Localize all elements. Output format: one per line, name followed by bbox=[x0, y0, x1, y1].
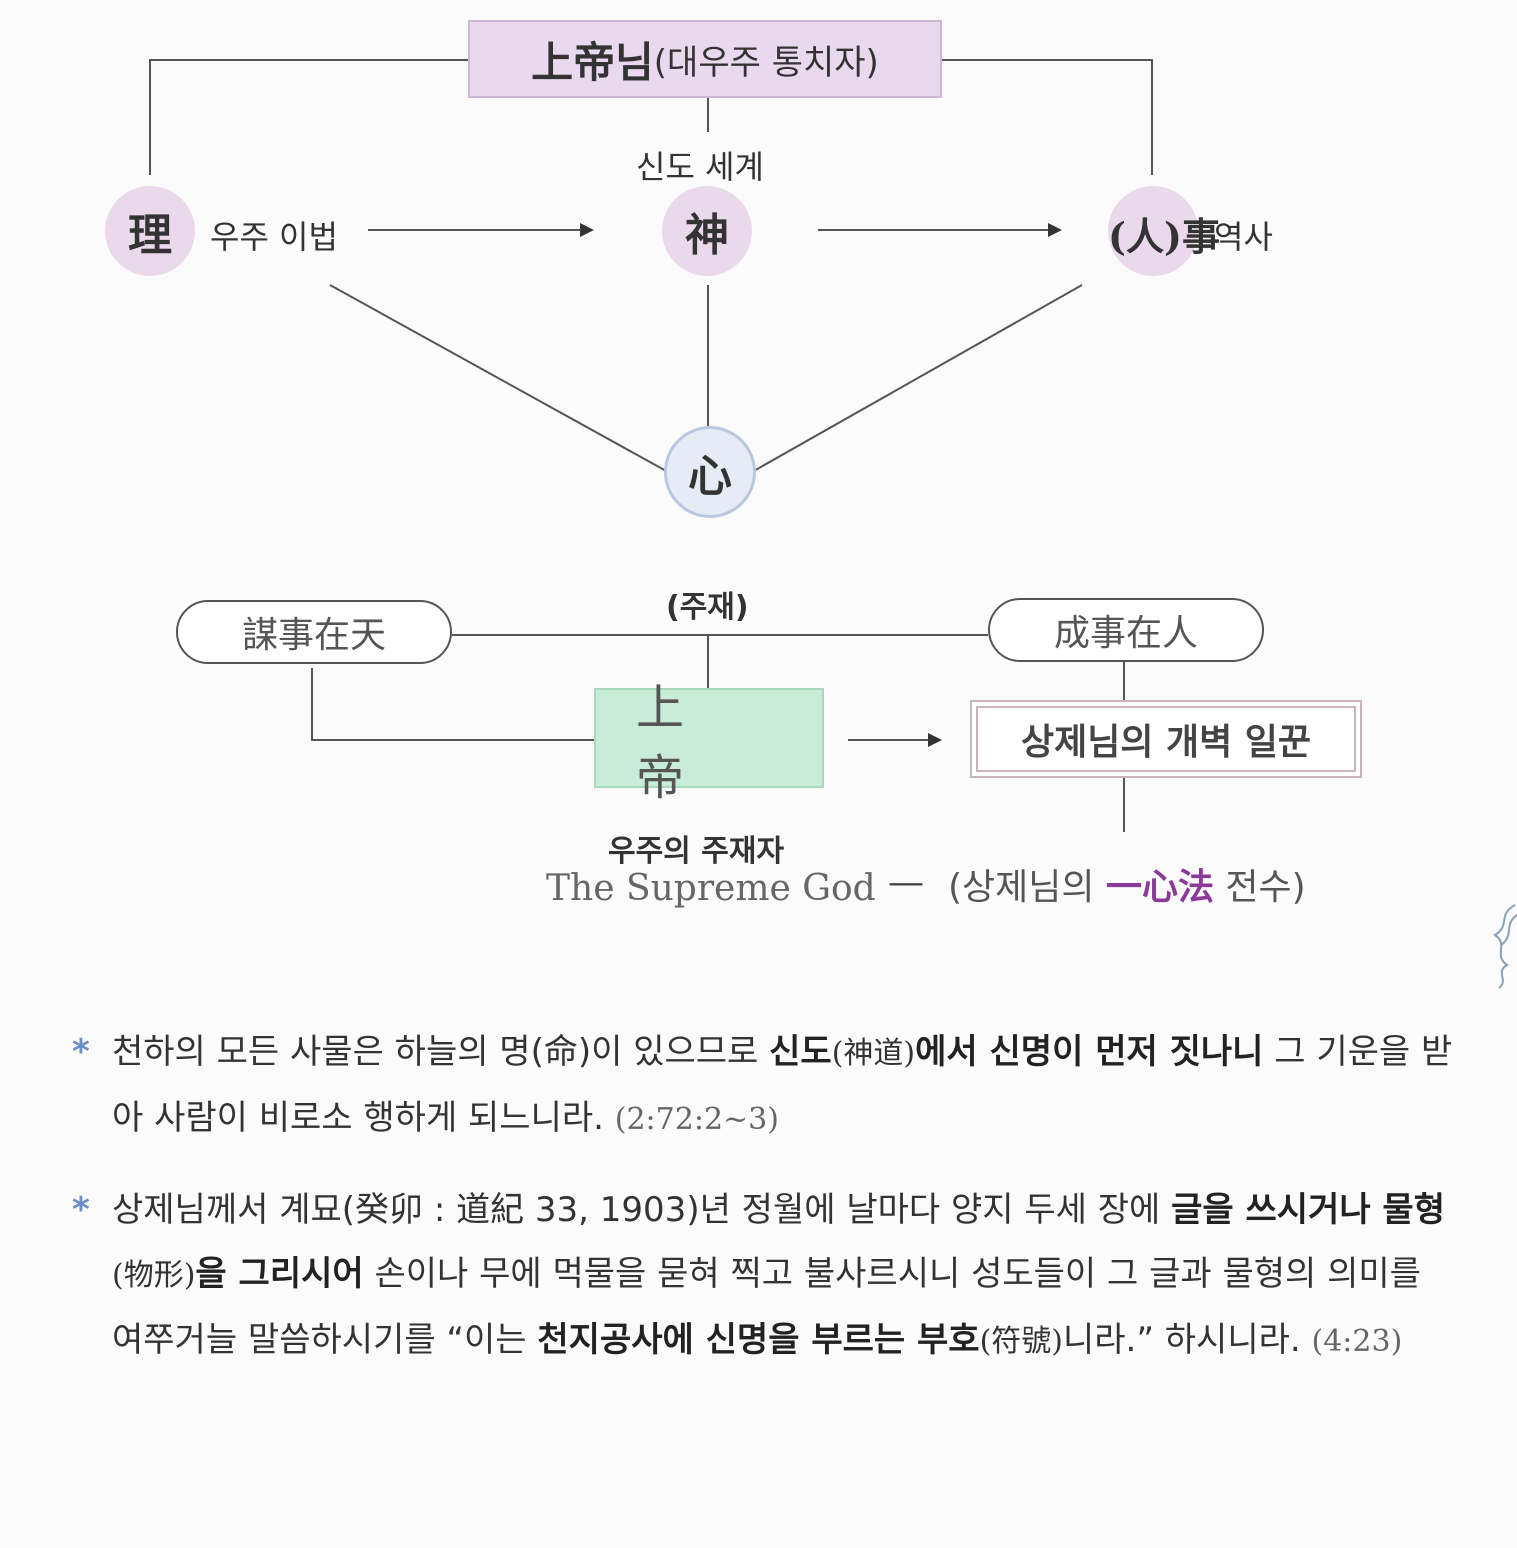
god-caption-ko: 우주의 주재자 bbox=[608, 834, 785, 869]
node-sa-label: 역사 bbox=[1214, 218, 1273, 256]
bullet-star: * bbox=[72, 1190, 90, 1230]
shin-world-label: 신도 세계 bbox=[636, 148, 764, 186]
paragraph-2-segment: 상제님께서 계묘(癸卯 : 道紀 33, 1903)년 정월에 날마다 양지 두… bbox=[112, 1190, 1172, 1230]
node-sim: 心 bbox=[664, 426, 756, 518]
line-top-right bbox=[942, 59, 1153, 175]
paragraph-1-body: 천하의 모든 사물은 하늘의 명(命)이 있으므로 신도(神道)에서 신명이 먼… bbox=[72, 1020, 1462, 1152]
paragraph-2-segment: (符號) bbox=[979, 1324, 1063, 1359]
paragraph-2-segment: (4:23) bbox=[1311, 1324, 1403, 1359]
paragraph-1-segment: (2:72:2~3) bbox=[614, 1102, 779, 1137]
paragraph-2-segment: 글을 쓰시거나 물형 bbox=[1171, 1190, 1445, 1230]
paragraph-2: * 상제님께서 계묘(癸卯 : 道紀 33, 1903)년 정월에 날마다 양지… bbox=[72, 1178, 1462, 1374]
paragraph-2-segment: 니라.” 하시니라. bbox=[1062, 1320, 1312, 1360]
paragraph-1: * 천하의 모든 사물은 하늘의 명(命)이 있으므로 신도(神道)에서 신명이… bbox=[72, 1020, 1462, 1152]
god-caption-en: The Supreme God bbox=[546, 868, 876, 909]
pill-left: 謀事在天 bbox=[176, 600, 452, 664]
supreme-ruler-box: 上帝님 (대우주 통치자) bbox=[468, 20, 942, 98]
node-li: 理 bbox=[105, 186, 195, 276]
top-box-sub: (대우주 통치자) bbox=[653, 42, 879, 83]
paragraph-1-segment: 에서 신명이 먼저 짓나니 bbox=[915, 1032, 1264, 1072]
pill-right: 成事在人 bbox=[988, 598, 1264, 662]
caption-dash: — bbox=[888, 862, 924, 903]
paragraph-2-body: 상제님께서 계묘(癸卯 : 道紀 33, 1903)년 정월에 날마다 양지 두… bbox=[72, 1178, 1462, 1374]
paragraph-2-segment: (物形) bbox=[112, 1258, 196, 1293]
worker-box-label: 상제님의 개벽 일꾼 bbox=[976, 706, 1356, 772]
paragraph-1-segment: 신도 bbox=[769, 1032, 832, 1072]
paragraph-2-segment: 을 그리시어 bbox=[195, 1254, 364, 1294]
transmission-post: 전수) bbox=[1213, 867, 1306, 908]
line-left-pill-god bbox=[311, 668, 594, 741]
top-box-main: 上帝님 bbox=[531, 37, 654, 87]
node-li-label: 우주 이법 bbox=[210, 218, 338, 256]
paragraph-1-segment: (神道) bbox=[831, 1036, 916, 1071]
transmission-pre: (상제님의 bbox=[948, 867, 1106, 908]
line-li-sim bbox=[329, 284, 669, 473]
node-sa-wrap bbox=[1108, 186, 1198, 276]
line-top-left bbox=[149, 59, 468, 175]
bullet-star: * bbox=[72, 1032, 90, 1072]
paragraph-1-segment: 천하의 모든 사물은 하늘의 명(命)이 있으므로 bbox=[112, 1032, 770, 1072]
paragraph-2-segment: 손이나 무에 먹물을 묻혀 찍고 불사르시니 성도들이 그 글과 물형의 의미를… bbox=[112, 1254, 1421, 1360]
worker-box: 상제님의 개벽 일꾼 bbox=[970, 700, 1362, 778]
node-shin: 神 bbox=[662, 186, 752, 276]
paragraph-2-segment: 천지공사에 신명을 부르는 부호 bbox=[537, 1320, 980, 1360]
line-sa-sim bbox=[751, 284, 1083, 473]
paragraph-1-segment: 그 기운을 받아 사람이 비로소 행하게 되느니라. bbox=[112, 1032, 1453, 1138]
god-box: 上 帝 bbox=[594, 680, 824, 806]
one-mind-law: 一心法 bbox=[1105, 867, 1214, 908]
node-sa: (人)事 bbox=[1108, 214, 1220, 259]
dominion-label: (주재) bbox=[666, 590, 749, 625]
edge-decoration-icon bbox=[1493, 904, 1517, 989]
transmission-caption: (상제님의 一心法 전수) bbox=[948, 858, 1306, 910]
